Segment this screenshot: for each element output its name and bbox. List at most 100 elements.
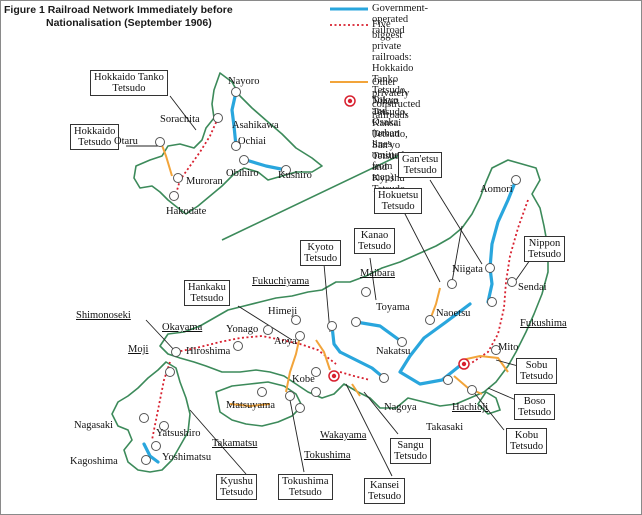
- station-hachioji: [467, 385, 477, 395]
- label-sangu-tetsudo: Sangu Tetsudo: [390, 438, 432, 464]
- station-matsuyama: [257, 387, 267, 397]
- major-cities: [328, 358, 470, 382]
- other-private-railroads: [159, 139, 509, 408]
- other-line-sobu: [461, 354, 509, 373]
- station-niigata: [447, 279, 457, 289]
- label-yonago: Yonago: [226, 324, 259, 335]
- station-nagasaki: [139, 413, 149, 423]
- label-maibara: Maibara: [360, 268, 395, 279]
- label-hakodate: Hakodate: [166, 206, 207, 217]
- label-hokkaido-tetsudo: Hokkaido Tetsudo: [70, 124, 120, 150]
- legend-other-private-text: Other privately constructed railroads: [372, 77, 421, 121]
- gov-line-obihiro: [244, 158, 288, 172]
- label-boso-tetsudo: Boso Tetsudo: [514, 394, 556, 420]
- label-kobe: Kobe: [292, 374, 315, 385]
- station-fukushima: [487, 297, 497, 307]
- boso-coastline: [476, 390, 502, 415]
- label-hiroshima: Hiroshima: [186, 346, 231, 357]
- label-yatsushiro: Yatsushiro: [156, 428, 201, 439]
- label-tokushima-tetsudo: Tokushima Tetsudo: [278, 474, 333, 500]
- label-hachioji: Hachioji: [452, 402, 489, 413]
- label-muroran: Muroran: [186, 176, 223, 187]
- figure-title: Figure 1 Railroad Network Immediately be…: [4, 4, 233, 30]
- private-line-sanyo: [175, 335, 337, 365]
- label-shimonoseki: Shimonoseki: [76, 310, 131, 321]
- other-line-hankaku: [285, 335, 301, 393]
- leader-kyoto: [323, 263, 331, 333]
- station-nagoya: [379, 373, 389, 383]
- label-nippon-tetsudo: Nippon Tetsudo: [524, 236, 566, 262]
- leader-shimonoseki: [145, 319, 177, 353]
- five-private-railroads: [151, 117, 529, 441]
- gov-line-shinetsu: [398, 302, 472, 386]
- station-maibara: [327, 321, 337, 331]
- station-himeji: [291, 315, 301, 325]
- legend-other-private-swatch: [330, 81, 368, 83]
- leader-kansei: [345, 383, 393, 477]
- gov-line-tokaido: [338, 350, 386, 380]
- label-himeji: Himeji: [268, 306, 298, 317]
- leader-nippon: [515, 259, 531, 281]
- honshu-coastline: [159, 159, 549, 409]
- label-kobu-tetsudo: Kobu Tetsudo: [506, 428, 548, 454]
- inset-divider: [221, 155, 399, 241]
- leader-hankaku: [237, 305, 293, 341]
- leader-boso: [487, 387, 517, 401]
- label-ganetsu-tetsudo: Gan'etsu Tetsudo: [398, 152, 443, 178]
- leader-lines: [126, 95, 531, 477]
- other-line-kyoto: [315, 339, 331, 371]
- leader-kanao: [369, 257, 377, 301]
- legend-cities-swatch: [344, 95, 356, 107]
- station-kagoshima: [141, 455, 151, 465]
- label-nagoya: Nagoya: [384, 402, 417, 413]
- station-kushiro: [281, 165, 291, 175]
- label-sobu-tetsudo: Sobu Tetsudo: [516, 358, 558, 384]
- leader-niigata: [451, 225, 463, 283]
- hokkaido-coastline: [133, 72, 323, 215]
- label-sendai: Sendai: [518, 282, 547, 293]
- leader-hokkaido-tanko: [169, 95, 197, 131]
- station-kobe: [311, 367, 321, 377]
- station-sorachita: [213, 113, 223, 123]
- label-hokuetsu-tetsudo: Hokuetsu Tetsudo: [374, 188, 423, 214]
- stations: [139, 87, 521, 465]
- station-sendai: [507, 277, 517, 287]
- label-aomori: Aomori: [480, 184, 513, 195]
- figure-title-line1: Figure 1 Railroad Network Immediately be…: [4, 4, 233, 16]
- station-moji: [165, 367, 175, 377]
- station-ochiai: [239, 155, 249, 165]
- legend-government-swatch: [330, 7, 368, 11]
- label-kagoshima: Kagoshima: [70, 456, 118, 467]
- station-muroran: [173, 173, 183, 183]
- label-kushiro: Kushiro: [278, 170, 312, 181]
- label-niigata: Niigata: [452, 264, 483, 275]
- leader-kobu: [471, 389, 505, 431]
- label-mito: Mito: [498, 342, 519, 353]
- label-sorachita: Sorachita: [160, 114, 200, 125]
- station-kanao: [361, 287, 371, 297]
- osaka-marker-dot: [331, 373, 337, 379]
- station-mito: [491, 345, 501, 355]
- map-legend: Government-operated railroad Five bigges…: [330, 2, 636, 195]
- other-line-shikoku: [229, 403, 271, 408]
- station-naoetsu: [425, 315, 435, 325]
- label-kansei-tetsudo: Kansei Tetsudo: [364, 478, 406, 504]
- leader-tokushima: [289, 399, 305, 473]
- label-obihiro: Obihiro: [226, 168, 259, 179]
- gov-line-nayoro: [230, 90, 238, 148]
- label-matsuyama: Matsuyama: [226, 400, 275, 411]
- station-hakodate: [169, 191, 179, 201]
- legend-cities-text: Tokyo and Osaka (urban lines omitted fro…: [372, 95, 405, 183]
- label-kyushu-tetsudo: Kyushu Tetsudo: [216, 474, 258, 500]
- label-ochiai: Ochiai: [238, 136, 266, 147]
- leader-kyushu: [189, 409, 247, 475]
- government-railroads: [142, 90, 518, 464]
- station-aomori: [511, 175, 521, 185]
- station-okayama: [233, 341, 243, 351]
- label-nayoro: Nayoro: [228, 76, 260, 87]
- label-nagasaki: Nagasaki: [74, 420, 114, 431]
- gov-line-kagoshima: [142, 442, 160, 464]
- label-fukuchiyama: Fukuchiyama: [252, 276, 310, 287]
- station-yoshimatsu: [151, 441, 161, 451]
